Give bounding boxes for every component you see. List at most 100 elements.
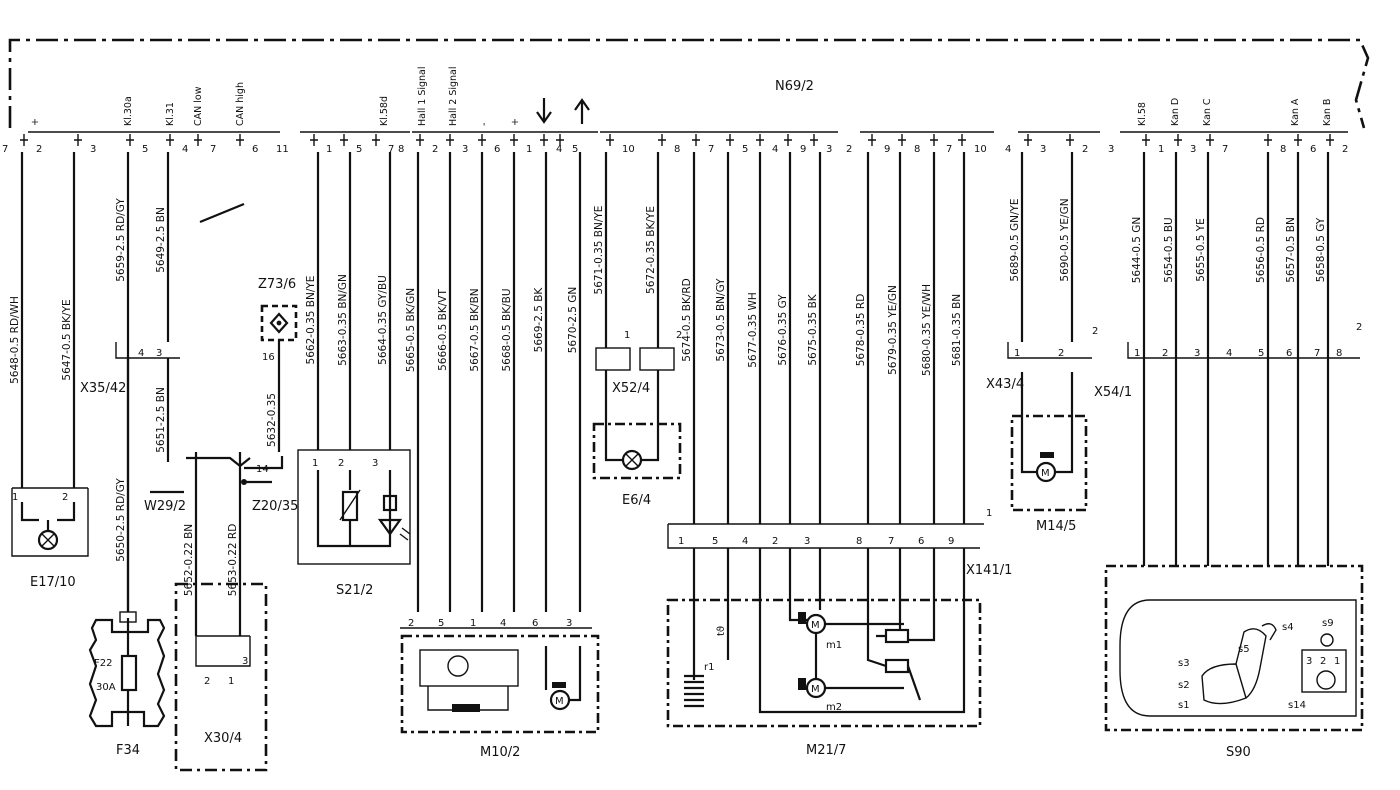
signal-kl58: Kl.58 — [1137, 102, 1148, 126]
pin-terminal-icon — [756, 134, 764, 146]
pin-terminal-icon — [416, 134, 424, 146]
label-e6-4: E6/4 — [622, 493, 651, 508]
connector-id-2: 2 — [846, 144, 852, 155]
label-z73-6: Z73/6 — [258, 277, 296, 292]
svg-text:3: 3 — [804, 536, 810, 547]
switch-s21-2: 1 2 3 S21/2 — [297, 449, 411, 598]
pin-terminal-icon — [658, 134, 666, 146]
lamp-e17-10: 1 2 E17/10 — [11, 487, 89, 590]
wire-label: 5647-0.5 BK/YE — [61, 299, 73, 380]
signal-kan-c: Kan C — [1202, 98, 1213, 126]
wire-label: 5657-0.5 BN — [1285, 217, 1297, 283]
connector-id-3: 3 — [1108, 144, 1114, 155]
signal-kl31: Kl.31 — [165, 102, 176, 126]
wire-lines — [20, 152, 1330, 614]
wire-label: 5690-0.5 YE/GN — [1059, 198, 1071, 281]
wire-label: 5666-0.5 BK/VT — [437, 289, 449, 371]
wire-label: 5662-0.35 BN/YE — [305, 276, 317, 365]
svg-text:4: 4 — [1226, 348, 1232, 359]
svg-text:3: 3 — [242, 656, 248, 667]
signal-plus-2: + — [510, 118, 521, 126]
svg-text:5: 5 — [712, 536, 718, 547]
svg-text:M: M — [811, 620, 820, 631]
wire-label: 5668-0.5 BK/BU — [501, 288, 513, 371]
svg-text:2: 2 — [676, 330, 682, 341]
fuse-box-f34: F22 30A F34 — [88, 611, 166, 758]
label-x141-1: X141/1 — [966, 563, 1012, 578]
pin-terminal-icon — [478, 134, 486, 146]
svg-text:2: 2 — [62, 492, 68, 503]
svg-text:14: 14 — [256, 464, 269, 475]
svg-text:1: 1 — [1334, 656, 1340, 667]
svg-text:2: 2 — [1162, 348, 1168, 359]
pin-terminal-icon — [310, 134, 318, 146]
svg-text:4: 4 — [500, 618, 506, 629]
label-m2: m2 — [826, 702, 842, 713]
signal-can-high: CAN high — [235, 82, 246, 126]
rail-pin: 2 — [36, 144, 42, 155]
wire-label: 5681-0.35 BN — [951, 294, 963, 366]
label-f34: F34 — [116, 743, 140, 758]
fuse-rating: 30A — [96, 682, 116, 693]
connector-ids: 7 11 8 2 4 3 — [2, 144, 1114, 155]
rail-pin: 3 — [90, 144, 96, 155]
pin-terminal-icon — [930, 134, 938, 146]
connector-x43-4: 1 2 2 X43/4 X54/1 — [986, 326, 1132, 400]
rail-pin: 6 — [252, 144, 258, 155]
wire-label: 5675-0.35 BK — [807, 293, 819, 365]
svg-text:2: 2 — [1356, 322, 1362, 333]
label-r1: r1 — [704, 662, 714, 673]
svg-text:2: 2 — [338, 458, 344, 469]
pin-terminal-icon — [510, 134, 518, 146]
wire-label: 5655-0.5 YE — [1195, 218, 1207, 282]
pin-terminal-icon — [810, 134, 818, 146]
arrow-down-icon — [536, 98, 552, 124]
rail-pin: 1 — [526, 144, 532, 155]
svg-text:4: 4 — [742, 536, 748, 547]
rail-pin: 10 — [622, 144, 635, 155]
rail-pin: 7 — [210, 144, 216, 155]
svg-text:7: 7 — [1314, 348, 1320, 359]
arrow-up-icon — [574, 98, 590, 124]
pin-terminal-icon — [1174, 134, 1182, 146]
pin-terminal-icon — [556, 134, 564, 146]
pin-terminal-icon — [726, 134, 734, 146]
motor-m21-7: r1 tϑ M m1 M m2 M21/7 — [666, 548, 982, 758]
svg-text:2: 2 — [772, 536, 778, 547]
module-outline — [8, 38, 1370, 129]
rail-pin: 9 — [884, 144, 890, 155]
rail-pin: 9 — [800, 144, 806, 155]
svg-text:2: 2 — [204, 676, 210, 687]
svg-text:1: 1 — [1014, 348, 1020, 359]
svg-text:8: 8 — [856, 536, 862, 547]
rail-pin: 4 — [556, 144, 562, 155]
svg-text:3: 3 — [372, 458, 378, 469]
wire-label: 5656-0.5 RD — [1255, 217, 1267, 283]
signal-minus: - — [479, 123, 490, 126]
label-m21-7: M21/7 — [806, 743, 846, 758]
rail-pin: 6 — [494, 144, 500, 155]
rail-pin: 1 — [326, 144, 332, 155]
rail-pin: 7 — [946, 144, 952, 155]
svg-text:4: 4 — [138, 348, 144, 359]
rail-pin: 7 — [1222, 144, 1228, 155]
svg-text:1: 1 — [624, 330, 630, 341]
connector-x141-1: 1 5 4 2 3 8 7 6 9 1 X141/1 — [667, 508, 1012, 578]
pin-terminal-icon — [1066, 134, 1074, 146]
svg-text:3: 3 — [1194, 348, 1200, 359]
pin-terminal-icon — [1326, 134, 1334, 146]
rail-pin: 1 — [1158, 144, 1164, 155]
svg-text:5: 5 — [438, 618, 444, 629]
pin-terminal-icon — [784, 134, 792, 146]
svg-text:6: 6 — [532, 618, 538, 629]
svg-text:6: 6 — [918, 536, 924, 547]
wire-label: 5689-0.5 GN/YE — [1009, 198, 1021, 281]
wire-label: 5648-0.5 RD/WH — [9, 296, 21, 384]
wire-label: 5678-0.35 RD — [855, 294, 867, 367]
rail-pin: 10 — [974, 144, 987, 155]
connector-id-11: 11 — [276, 144, 289, 155]
label-x52-4: X52/4 — [612, 381, 650, 396]
rail-pin: 3 — [1190, 144, 1196, 155]
wire-label: 5669-2.5 BK — [533, 287, 545, 353]
